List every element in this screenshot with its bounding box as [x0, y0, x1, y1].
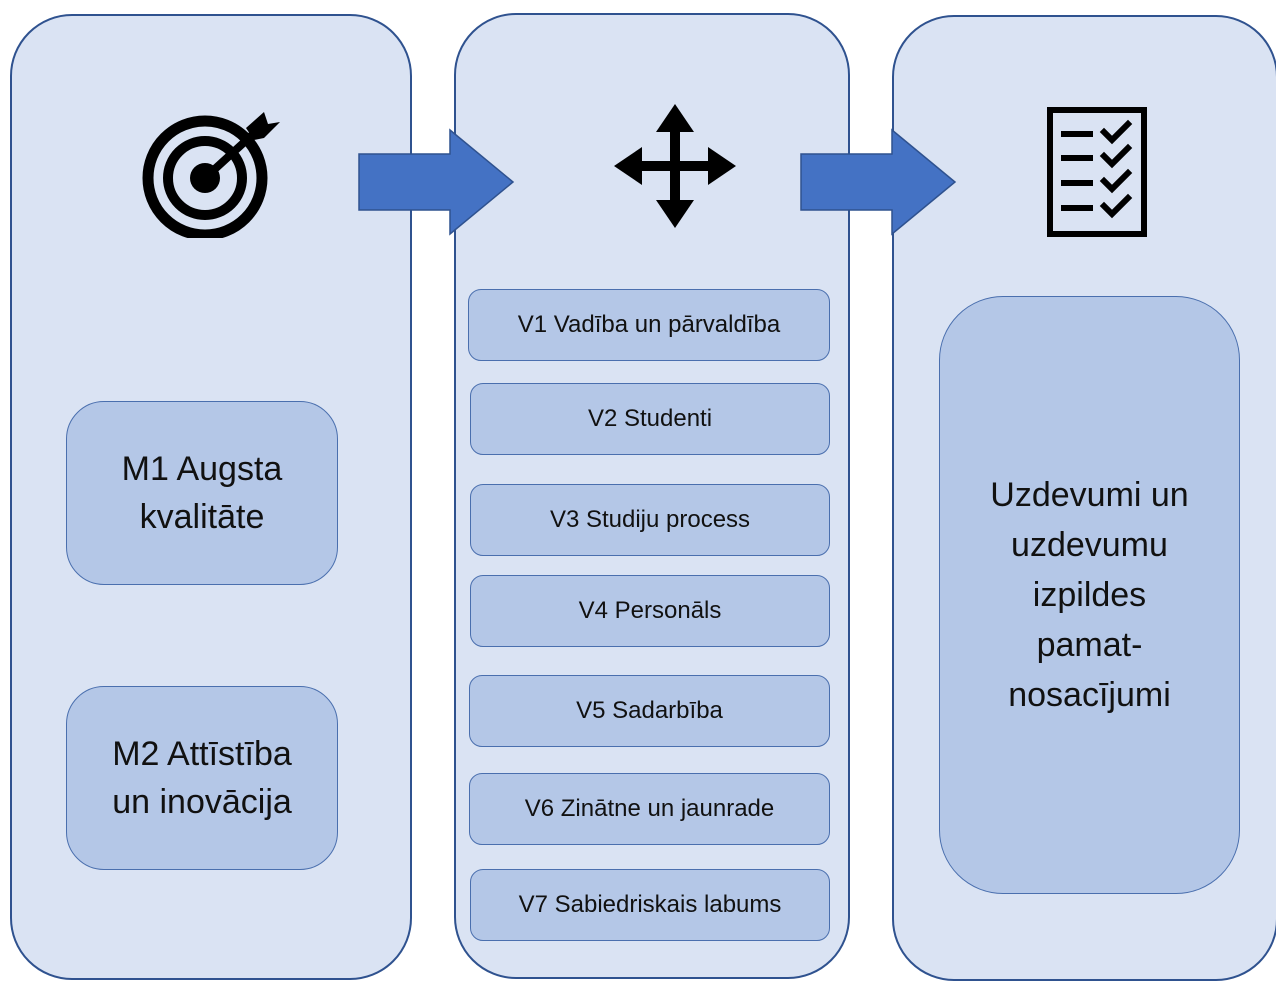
- flow-arrow-2: [800, 128, 957, 236]
- tasks-line-4: pamat-: [1036, 626, 1143, 664]
- direction-v7-box: V7 Sabiedriskais labums: [470, 869, 830, 941]
- tasks-line-1: Uzdevumi un: [990, 476, 1189, 514]
- direction-v5-label: V5 Sadarbība: [576, 697, 723, 724]
- goal-m2-box: M2 Attīstība un inovācija: [66, 686, 338, 870]
- goal-m1-line1: M1 Augsta: [121, 450, 283, 488]
- checklist-icon: [1047, 107, 1147, 237]
- direction-v5-box: V5 Sadarbība: [469, 675, 830, 747]
- target-icon: [142, 112, 280, 238]
- direction-v3-label: V3 Studiju process: [549, 506, 751, 533]
- direction-v6-box: V6 Zinātne un jaunrade: [469, 773, 830, 845]
- goal-m2-line1: M2 Attīstība: [112, 735, 292, 773]
- direction-v6-label: V6 Zinātne un jaunrade: [524, 795, 775, 822]
- flow-arrow-1: [358, 128, 515, 236]
- direction-v1-box: V1 Vadība un pārvaldība: [468, 289, 830, 361]
- direction-v3-box: V3 Studiju process: [470, 484, 830, 556]
- tasks-box: Uzdevumi un uzdevumu izpildes pamat- nos…: [939, 296, 1240, 894]
- direction-v2-label: V2 Studenti: [587, 405, 713, 432]
- tasks-line-5: nosacījumi: [1008, 676, 1171, 714]
- goal-m1-line2: kvalitāte: [139, 498, 265, 536]
- direction-v2-box: V2 Studenti: [470, 383, 830, 455]
- direction-v7-label: V7 Sabiedriskais labums: [518, 891, 782, 918]
- tasks-line-3: izpildes: [1032, 576, 1147, 614]
- goal-m1-box: M1 Augsta kvalitāte: [66, 401, 338, 585]
- direction-v4-label: V4 Personāls: [578, 597, 722, 624]
- move-arrows-icon: [614, 104, 736, 228]
- direction-v1-label: V1 Vadība un pārvaldība: [517, 311, 781, 338]
- direction-v4-box: V4 Personāls: [470, 575, 830, 647]
- goal-m2-line2: un inovācija: [112, 783, 292, 821]
- tasks-line-2: uzdevumu: [1011, 526, 1168, 564]
